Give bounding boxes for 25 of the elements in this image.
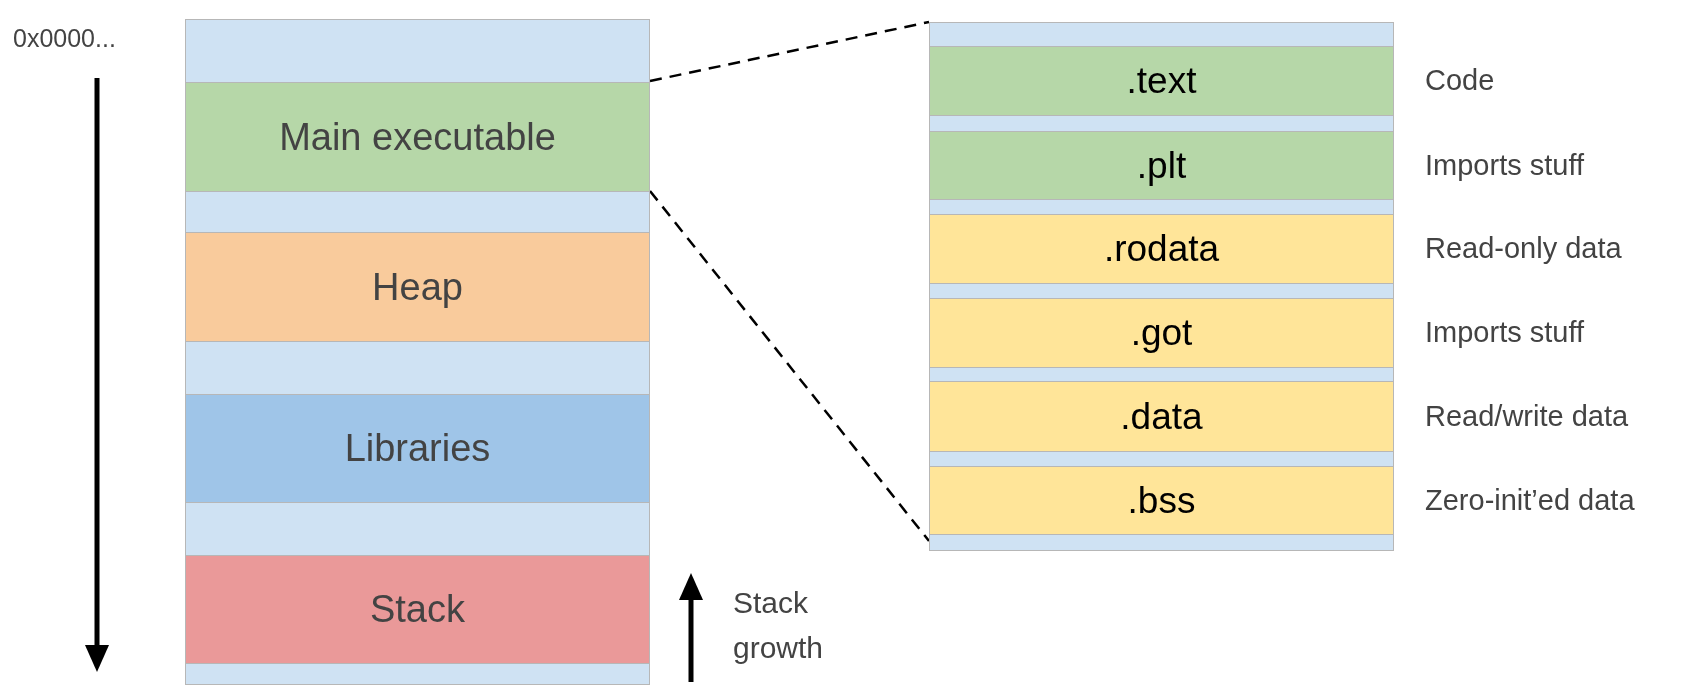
segment-label: Heap <box>372 264 463 310</box>
section-description: Imports stuff <box>1425 147 1585 183</box>
segment-label: Libraries <box>344 426 491 471</box>
memory-segment <box>185 232 650 342</box>
segment-label: Stack <box>369 587 465 632</box>
section-description: Zero-init’ed data <box>1425 482 1635 518</box>
segment-label: .plt <box>1136 143 1187 188</box>
address-label: 0x0000... <box>13 23 116 54</box>
growth-label: Stack growth <box>733 585 825 666</box>
segment-label: .bss <box>1127 478 1196 523</box>
dashed-connector <box>649 190 930 542</box>
memory-segment <box>185 394 650 503</box>
segment-label: .rodata <box>1103 227 1220 272</box>
segment-label: Main executable <box>279 114 556 160</box>
section-description: Code <box>1425 63 1495 99</box>
section-description: Read/write data <box>1425 398 1629 434</box>
dashed-connector <box>649 20 930 83</box>
section-description: Read-only data <box>1425 231 1622 267</box>
segment-label: .text <box>1126 59 1197 104</box>
segment-label: .data <box>1120 394 1203 439</box>
memory-segment <box>185 555 650 664</box>
segment-label: .got <box>1130 311 1193 356</box>
memory-region-box <box>185 19 650 685</box>
section-description: Imports stuff <box>1425 315 1585 351</box>
memory-segment <box>185 82 650 192</box>
